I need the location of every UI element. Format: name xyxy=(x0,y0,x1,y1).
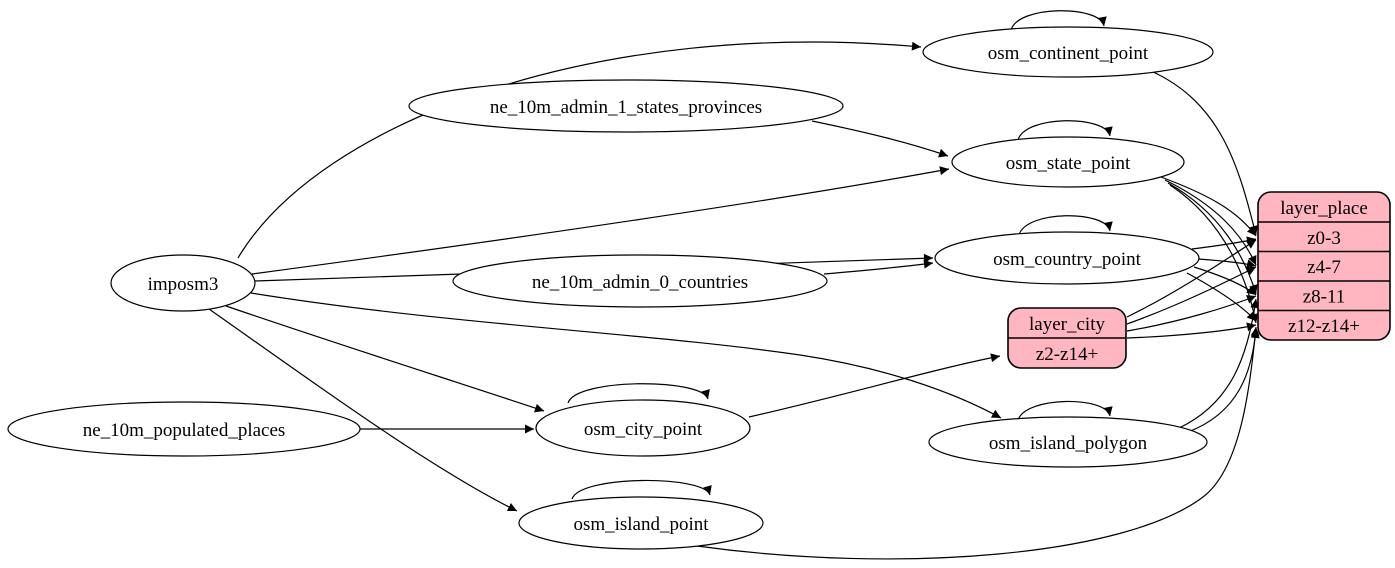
edge-imposm3-osm_continent_point xyxy=(237,41,922,259)
node-osm_island_point: osm_island_point xyxy=(518,496,764,550)
node-ne_10m_admin_0_countries-shape xyxy=(452,254,828,308)
self-loop-osm_island_polygon xyxy=(1017,400,1113,421)
edge-layer_city-layer_place-z4-7 xyxy=(1126,266,1257,325)
node-ne_10m_admin_1_states_provinces: ne_10m_admin_1_states_provinces xyxy=(408,79,844,133)
edge-ne_10m_admin_0_countries-osm_country_point xyxy=(823,259,934,275)
edge-osm_island_point-layer_place-z12-z14 xyxy=(696,326,1260,560)
self-loop-osm_state_point xyxy=(1017,120,1113,141)
node-ne_10m_populated_places-shape xyxy=(7,401,361,457)
edge-osm_country_point-layer_place-z8-11 xyxy=(1193,266,1257,296)
self-loop-osm_island_point xyxy=(571,479,712,500)
edge-layer_city-layer_place-z0-3 xyxy=(1126,239,1257,318)
node-ne_10m_admin_1_states_provinces-shape xyxy=(408,79,844,133)
record-layer_place-row-z4-7: z4-7 xyxy=(1307,257,1341,278)
edge-layer_city-layer_place-z12-z14 xyxy=(1126,322,1257,339)
node-osm_state_point: osm_state_point xyxy=(951,136,1185,188)
node-osm_island_polygon-label: osm_island_polygon xyxy=(989,433,1148,454)
node-osm_city_point-shape xyxy=(535,399,751,457)
edge-imposm3-osm_island_polygon xyxy=(250,292,1002,419)
record-layer_city: layer_city z2-z14+ xyxy=(1007,307,1127,369)
node-osm_island_point-label: osm_island_point xyxy=(573,514,709,535)
record-layer_city-row-z2-z14: z2-z14+ xyxy=(1036,344,1098,365)
edge-osm_city_point-layer_city-z2-z14 xyxy=(748,353,1001,418)
node-osm_city_point-label: osm_city_point xyxy=(584,419,703,440)
edge-osm_continent_point-layer_place-z0-3 xyxy=(1150,70,1259,236)
edge-osm_state_point-layer_place-z8-11 xyxy=(1167,182,1258,295)
record-layer_place-row-z0-3: z0-3 xyxy=(1307,228,1341,249)
node-osm_continent_point-label: osm_continent_point xyxy=(988,43,1149,64)
node-osm_country_point: osm_country_point xyxy=(934,231,1200,285)
node-osm_state_point-shape xyxy=(951,136,1185,188)
self-loop-osm_continent_point xyxy=(1010,10,1107,31)
node-osm_island_polygon: osm_island_polygon xyxy=(928,416,1208,468)
node-osm_continent_point: osm_continent_point xyxy=(922,26,1214,78)
record-layer_place-box xyxy=(1257,191,1391,341)
record-layer_place-row-z12-z14: z12-z14+ xyxy=(1288,316,1360,337)
edge-osm_state_point-layer_place-z0-3 xyxy=(1160,176,1257,237)
edge-osm_country_point-layer_place-z0-3 xyxy=(1191,236,1257,250)
node-osm_island_point-shape xyxy=(518,496,764,550)
edge-osm_island_polygon-layer_place-z8-11 xyxy=(1178,298,1260,429)
node-osm_country_point-label: osm_country_point xyxy=(993,249,1141,270)
node-osm_island_polygon-shape xyxy=(928,416,1208,468)
record-layer_city-title: layer_city xyxy=(1029,314,1105,335)
self-loop-osm_city_point xyxy=(567,383,710,404)
edge-osm_state_point-layer_place-z4-7 xyxy=(1164,179,1257,266)
record-layer_place-row-z8-11: z8-11 xyxy=(1303,287,1346,308)
node-osm_state_point-label: osm_state_point xyxy=(1006,153,1131,174)
node-ne_10m_admin_0_countries: ne_10m_admin_0_countries xyxy=(452,254,828,308)
edge-imposm3-osm_state_point xyxy=(251,166,950,275)
edge-osm_country_point-layer_place-z4-7 xyxy=(1197,258,1257,269)
node-imposm3: imposm3 xyxy=(110,254,256,312)
edge-imposm3-osm_island_point xyxy=(208,308,518,512)
node-osm_country_point-shape xyxy=(934,231,1200,285)
edge-layer_city-layer_place-z8-11 xyxy=(1126,295,1257,332)
self-loop-osm_country_point xyxy=(1018,215,1113,236)
edge-layer xyxy=(208,10,1260,560)
node-ne_10m_admin_1_states_provinces-label: ne_10m_admin_1_states_provinces xyxy=(490,97,762,118)
record-layer_place: layer_place z0-3 z4-7 z8-11 z12-z14+ xyxy=(1257,191,1391,341)
node-ne_10m_populated_places: ne_10m_populated_places xyxy=(7,401,361,457)
node-ne_10m_admin_0_countries-label: ne_10m_admin_0_countries xyxy=(532,272,748,293)
node-osm_city_point: osm_city_point xyxy=(535,399,751,457)
record-layer_place-title: layer_place xyxy=(1280,198,1368,219)
node-osm_continent_point-shape xyxy=(922,26,1214,78)
edge-osm_country_point-layer_place-z12-z14 xyxy=(1186,272,1257,322)
node-imposm3-shape xyxy=(110,254,256,312)
edge-imposm3-osm_city_point xyxy=(225,305,545,413)
node-imposm3-label: imposm3 xyxy=(148,274,219,295)
node-ne_10m_populated_places-label: ne_10m_populated_places xyxy=(83,420,286,441)
edge-ne_10m_admin_1_states_provinces-osm_state_point xyxy=(811,120,949,158)
